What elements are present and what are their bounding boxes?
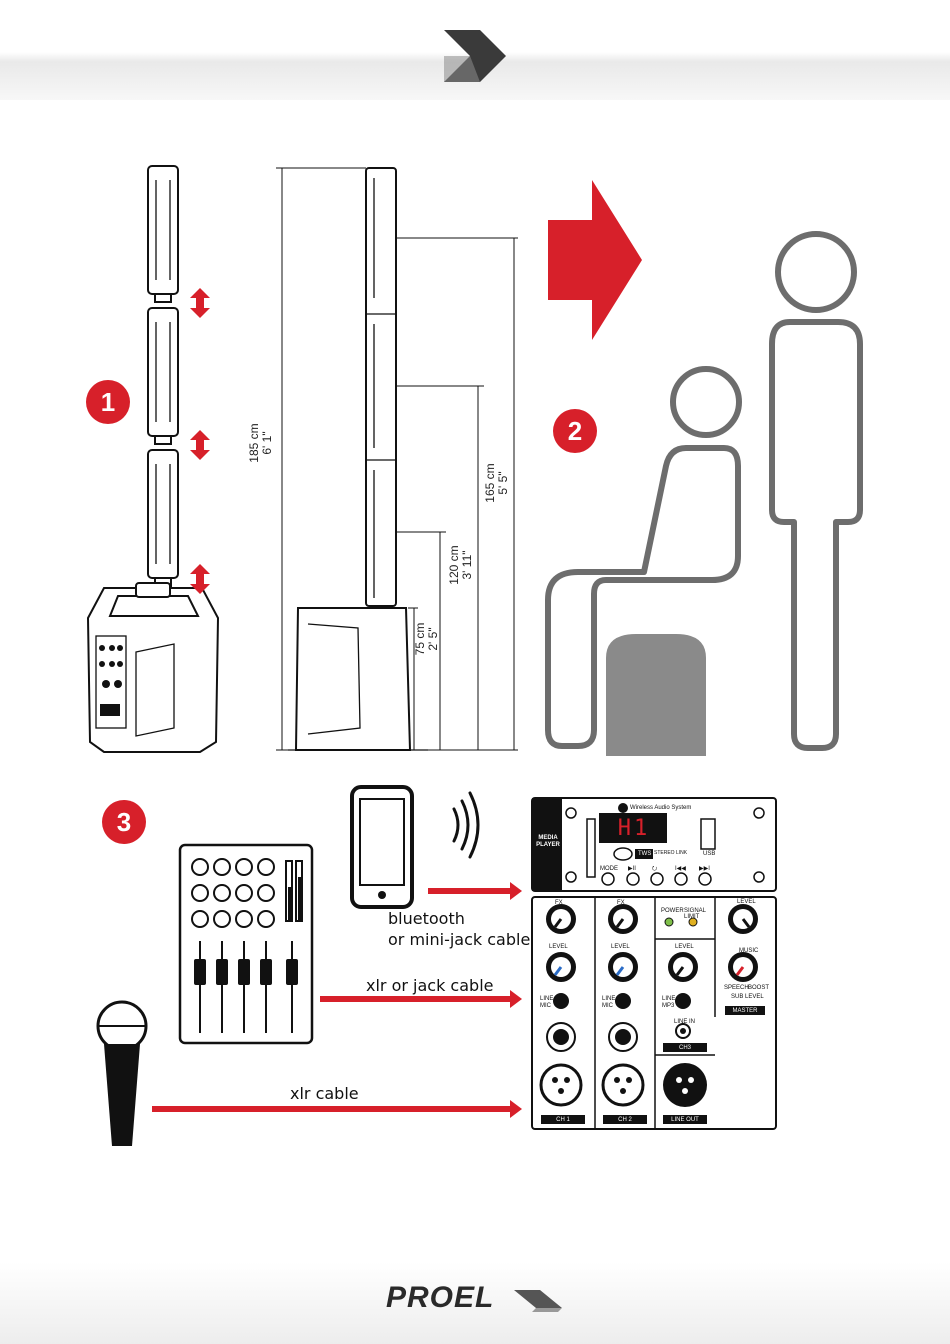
- rear-panel: [531, 797, 777, 1130]
- mini-jack-label: or mini-jack cable: [388, 930, 531, 949]
- brand-logo: PROEL: [386, 1281, 495, 1314]
- line-in-label: LINE IN: [674, 1019, 696, 1025]
- line-out-label: LINE OUT: [671, 1117, 699, 1123]
- xlr-ch1-icon: [539, 1063, 583, 1107]
- wireless-label: Wireless Audio System: [630, 805, 692, 811]
- direction-arrow-icon: [548, 180, 642, 340]
- seat: [606, 634, 706, 756]
- logo-chevron-icon: [514, 1290, 562, 1312]
- mixer-illustration: [178, 843, 314, 1045]
- ch2-fx-label: FX: [617, 900, 625, 906]
- media-player-tab: [532, 798, 562, 891]
- master-level-label: LEVEL: [737, 899, 756, 905]
- ch3-label: CH3: [678, 1045, 691, 1051]
- ch3-level-label: LEVEL: [675, 944, 694, 950]
- music-label: MUSIC: [739, 948, 759, 954]
- assembly-illustration: [86, 165, 220, 753]
- stereo-link-label: STEREO LINK: [654, 850, 688, 856]
- microphone-icon: [96, 1000, 148, 1146]
- signal-limit-label: SIGNAL LIMIT: [684, 908, 706, 920]
- display-readout: H1: [617, 816, 651, 841]
- btn-next-label: ▶▶I: [699, 866, 710, 872]
- footer-band: [0, 1262, 950, 1344]
- xlr-line-out-icon: [663, 1063, 707, 1107]
- ch2-line-mic-label: LINE MIC: [602, 996, 616, 1009]
- btn-repeat-label: ⭮: [652, 866, 658, 872]
- speech-label: SPEECH: [724, 985, 749, 991]
- ch2-level-label: LEVEL: [611, 944, 630, 950]
- double-arrow-icon: [190, 288, 210, 318]
- btn-play-label: ▶II: [628, 866, 636, 872]
- boost-label: BOOST: [748, 985, 770, 991]
- sub-level-label: SUB LEVEL: [731, 994, 764, 1000]
- display-window: [599, 813, 667, 843]
- double-arrow-icon: [190, 430, 210, 460]
- xlr-label: xlr cable: [290, 1084, 359, 1103]
- xlr-ch2-icon: [601, 1063, 645, 1107]
- xlr-arrow: [152, 1106, 512, 1112]
- brand-chevron-icon: [444, 30, 506, 82]
- bluetooth-label: bluetooth: [388, 909, 465, 928]
- column-segment-bottom: [147, 449, 179, 579]
- listeners-illustration: [545, 231, 863, 756]
- ch1-level-label: LEVEL: [549, 944, 568, 950]
- power-label: POWER: [661, 908, 684, 914]
- ch1-fx-label: FX: [555, 900, 563, 906]
- column-segment-top: [147, 165, 179, 295]
- height-dimension-drawing: [276, 167, 518, 751]
- master-label: MASTER: [732, 1008, 758, 1014]
- btn-mode-label: MODE: [600, 866, 618, 872]
- usb-label: USB: [703, 851, 716, 857]
- double-arrow-icon: [190, 564, 210, 594]
- ch2-label: CH 2: [618, 1117, 632, 1123]
- column-segment-middle: [147, 307, 179, 437]
- ch3-line-mp3-label: LINE MP3: [662, 996, 676, 1009]
- smartphone-illustration: [350, 785, 480, 909]
- standing-person-body: [769, 319, 863, 751]
- standing-person-head: [775, 231, 857, 313]
- step-3-badge: 3: [102, 800, 146, 844]
- xlr-jack-label: xlr or jack cable: [366, 976, 494, 995]
- ch1-label: CH 1: [556, 1117, 570, 1123]
- xlr-jack-arrow: [320, 996, 512, 1002]
- tws-label: TWS: [638, 851, 652, 857]
- cable-arrows: [152, 882, 522, 1118]
- seated-person-body: [545, 445, 741, 749]
- wireless-signal-icon: [452, 791, 480, 859]
- ch1-line-mic-label: LINE MIC: [540, 996, 554, 1009]
- step-1-badge: 1: [86, 380, 130, 424]
- assembled-column: [365, 167, 397, 607]
- step-2-badge: 2: [553, 409, 597, 453]
- seated-person-head: [670, 366, 742, 438]
- bluetooth-arrow: [428, 888, 512, 894]
- btn-prev-label: I◀◀: [675, 866, 686, 872]
